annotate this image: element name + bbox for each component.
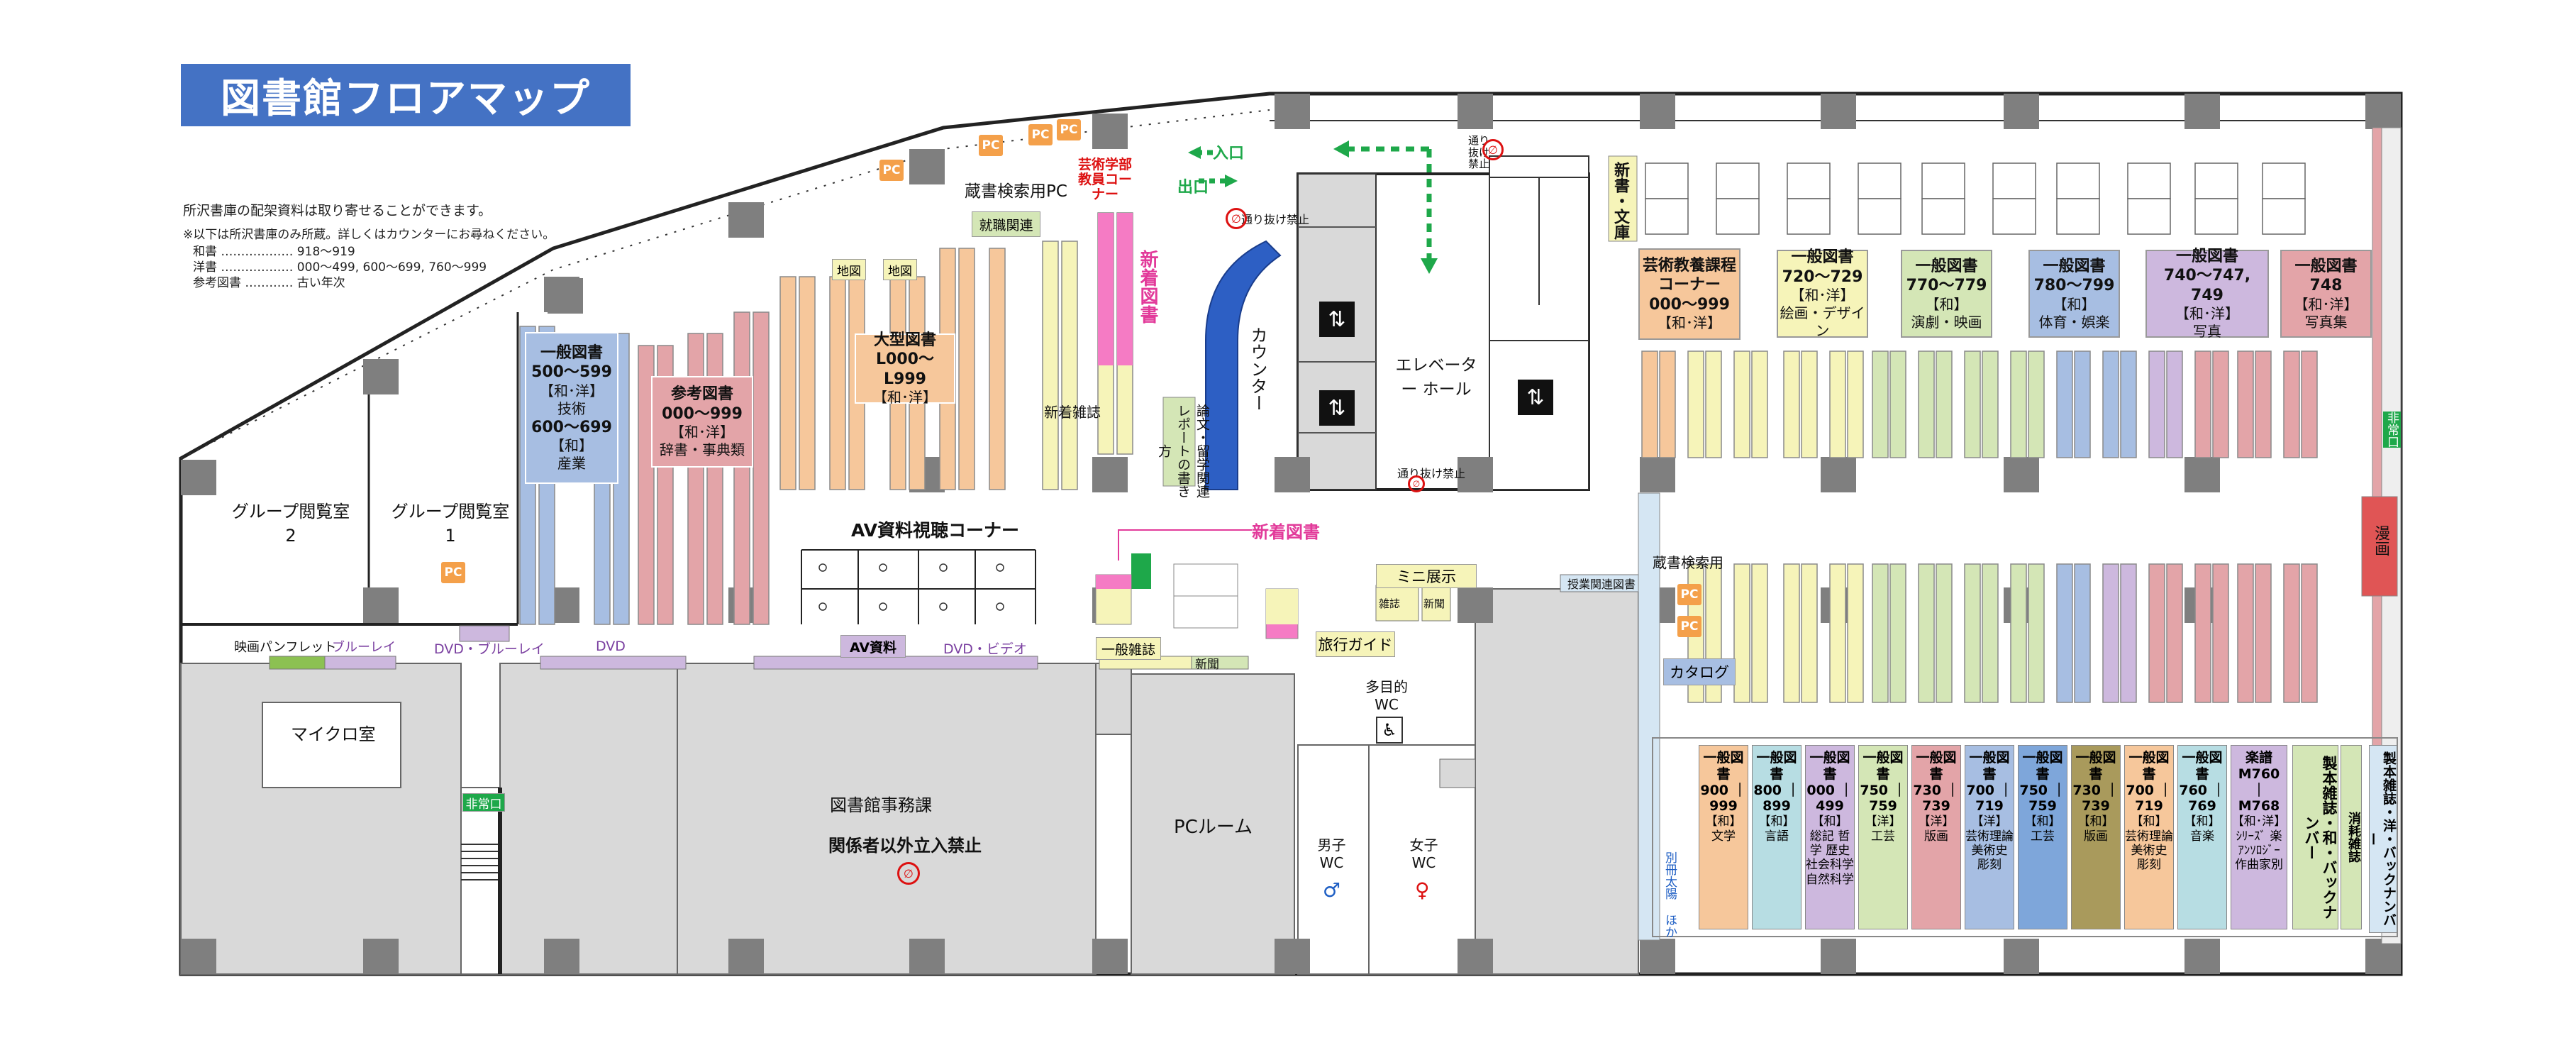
movie-pamphlet-label: 映画パンフレット bbox=[234, 640, 337, 655]
staff-only-label: 関係者以外立入禁止 bbox=[828, 836, 982, 856]
multipurpose-wc-label[interactable]: 多目的 WC bbox=[1365, 678, 1408, 713]
thesis-study-abroad-label: 論文・留学関連 レポートの書き方 bbox=[1156, 403, 1210, 498]
exit-label: 出口 bbox=[1177, 179, 1209, 197]
map-sign: 地図 bbox=[883, 259, 917, 280]
group-room-2[interactable]: グループ閲覧室 2 bbox=[231, 502, 350, 546]
shinsho-bunko-label: 新書・文庫 bbox=[1611, 162, 1629, 240]
note-line-1: 所沢書庫の配架資料は取り寄せることができます。 bbox=[183, 203, 492, 219]
pc-icon[interactable]: PC bbox=[1028, 124, 1053, 145]
dvd-bluray-label: DVD・ブルーレイ bbox=[434, 641, 545, 657]
consumable-magazines-sign: 消耗雑誌 bbox=[2341, 745, 2362, 929]
bound-journals-japanese-sign: 製本雑誌・和・バックナンバー bbox=[2292, 745, 2338, 929]
no-entry-icon: ∅ bbox=[897, 862, 920, 885]
no-entry-icon: ∅ bbox=[1408, 475, 1425, 492]
group-room-1[interactable]: グループ閲覧室 1 bbox=[391, 502, 510, 546]
no-entry-icon: ∅ bbox=[1482, 139, 1504, 160]
no-passage-label: 通り抜け禁止 bbox=[1241, 213, 1310, 226]
faculty-corner-label: 芸術学部 教員コーナー bbox=[1077, 157, 1132, 202]
new-books-vertical-label: 新着図書 bbox=[1137, 250, 1158, 324]
page-title: 図書館フロアマップ bbox=[181, 64, 631, 126]
counter-label: カウンター bbox=[1248, 326, 1267, 412]
no-passage-label: 通り抜け禁止 bbox=[1397, 467, 1466, 480]
wheelchair-icon: ♿ bbox=[1376, 717, 1403, 744]
catalog-sign: カタログ bbox=[1663, 658, 1736, 685]
new-magazines-label: 新着雑誌 bbox=[1044, 404, 1101, 421]
bound-journals-western-sign: 製本雑誌・洋・バックナンバー bbox=[2365, 745, 2397, 933]
new-books-label: 新着図書 bbox=[1252, 522, 1320, 542]
mini-exhibit-sign: ミニ展示 bbox=[1376, 564, 1477, 588]
womens-wc-label[interactable]: 女子 WC bbox=[1409, 837, 1438, 871]
search-pc-label: 蔵書検索用PC bbox=[965, 182, 1067, 201]
manga-label: 漫画 bbox=[2372, 525, 2389, 556]
bluray-label: ブルーレイ bbox=[332, 640, 396, 655]
elevator-hall-label: エレベーター ホール bbox=[1395, 356, 1477, 399]
map-sign: 地図 bbox=[832, 259, 866, 280]
pc-icon[interactable]: PC bbox=[1057, 119, 1081, 140]
female-icon: ♀ bbox=[1415, 878, 1430, 902]
class-books-label: 授業関連図書 bbox=[1567, 578, 1636, 591]
emergency-exit-sign: 非常口 bbox=[462, 793, 505, 812]
job-info-sign: 就職関連 bbox=[972, 211, 1040, 237]
library-office[interactable]: 図書館事務課 bbox=[830, 795, 932, 815]
new-books-leader-line bbox=[1118, 529, 1252, 561]
emergency-exit-sign: 非常口 bbox=[2383, 412, 2401, 448]
entrance-label: 入口 bbox=[1213, 145, 1245, 162]
newspaper-label: 新聞 bbox=[1195, 658, 1219, 672]
pc-room[interactable]: PCルーム bbox=[1174, 817, 1253, 838]
magazine-sign: 雑誌 bbox=[1379, 597, 1401, 610]
go-sign: ゴー bbox=[1133, 602, 1155, 614]
dvd-video-label: DVD・ビデオ bbox=[943, 641, 1027, 657]
no-entry-icon: ∅ bbox=[1226, 208, 1247, 229]
pc-icon[interactable]: PC bbox=[879, 160, 904, 181]
av-materials-sign: AV資料 bbox=[840, 635, 906, 658]
note-line-5: 参考図書 ………… 古い年次 bbox=[193, 276, 345, 290]
male-icon: ♂ bbox=[1323, 878, 1341, 902]
pc-icon[interactable]: PC bbox=[1677, 584, 1701, 605]
newspaper-sign: 新聞 bbox=[1423, 597, 1445, 610]
elevator-icon: ⇅ bbox=[1319, 302, 1355, 337]
general-magazines-sign: 一般雑誌 bbox=[1096, 637, 1161, 660]
microfilm-room[interactable]: マイクロ室 bbox=[291, 724, 376, 744]
note-line-4: 洋書 ……………… 000～499, 600～699, 760～999 bbox=[193, 260, 487, 275]
elevator-icon: ⇅ bbox=[1518, 380, 1553, 415]
travel-guide-sign: 旅行ガイド bbox=[1316, 631, 1395, 657]
search-pc-label: 蔵書検索用 bbox=[1653, 554, 1723, 571]
note-line-2: ※以下は所沢書庫のみ所蔵。詳しくはカウンターにお尋ねください。 bbox=[183, 228, 555, 242]
mens-wc-label[interactable]: 男子 WC bbox=[1317, 837, 1346, 871]
note-line-3: 和書 ……………… 918～919 bbox=[193, 245, 355, 259]
pc-icon[interactable]: PC bbox=[979, 135, 1003, 156]
pc-icon[interactable]: PC bbox=[441, 562, 465, 583]
av-corner-label: AV資料視聴コーナー bbox=[851, 520, 1020, 541]
pc-icon[interactable]: PC bbox=[1677, 616, 1701, 637]
elevator-icon: ⇅ bbox=[1319, 390, 1355, 426]
bessatsu-taiyo-label: 別冊太陽 ほか bbox=[1662, 851, 1677, 938]
dvd-label: DVD bbox=[596, 639, 626, 654]
